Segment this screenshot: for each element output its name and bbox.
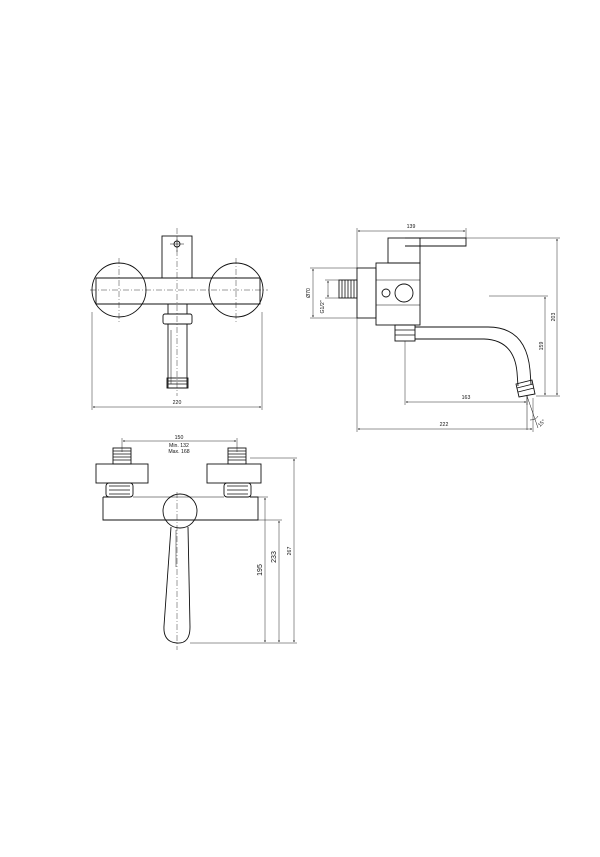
front-width-label: 220 (173, 400, 182, 406)
center-label: 150 (175, 435, 184, 441)
bottom-handle (162, 493, 198, 529)
min-label: Min. 132 (169, 443, 189, 449)
side-cartridge (387, 237, 421, 264)
spout-height-label: 159 (539, 342, 545, 351)
angle-label: 15° (537, 419, 547, 429)
right-wall-plate (206, 463, 262, 484)
height-a-label: 195 (257, 564, 264, 576)
top-label: 139 (407, 224, 416, 230)
side-view: 15° 139 Ø70 G1/2" 203 159 163 222 (306, 224, 560, 432)
side-aerator (515, 379, 536, 398)
side-spout-collar (394, 324, 416, 342)
height-c-label: 267 (287, 547, 293, 556)
side-lever (405, 237, 467, 247)
max-label: Max. 168 (168, 449, 189, 455)
left-wall-plate (95, 463, 149, 484)
aerator (166, 377, 189, 389)
side-spout (415, 326, 532, 385)
side-inlet-icon (381, 288, 391, 298)
depth-label: 222 (440, 422, 449, 428)
total-height-label: 203 (551, 313, 557, 322)
left-eccentric-nut (105, 482, 134, 498)
diameter-label: Ø70 (306, 288, 312, 298)
front-view: 220 (90, 228, 268, 410)
spout-collar (162, 313, 193, 325)
right-eccentric-nut (223, 482, 252, 498)
bottom-body (102, 496, 259, 521)
thread-label: G1/2" (320, 300, 326, 313)
bottom-view: 150 Min. 132 Max. 168 195 233 (95, 435, 297, 650)
mixer-body (95, 277, 261, 305)
wall-plate (356, 267, 377, 319)
height-b-label: 233 (271, 551, 278, 563)
spout-reach-label: 163 (462, 395, 471, 401)
side-body (375, 262, 421, 326)
